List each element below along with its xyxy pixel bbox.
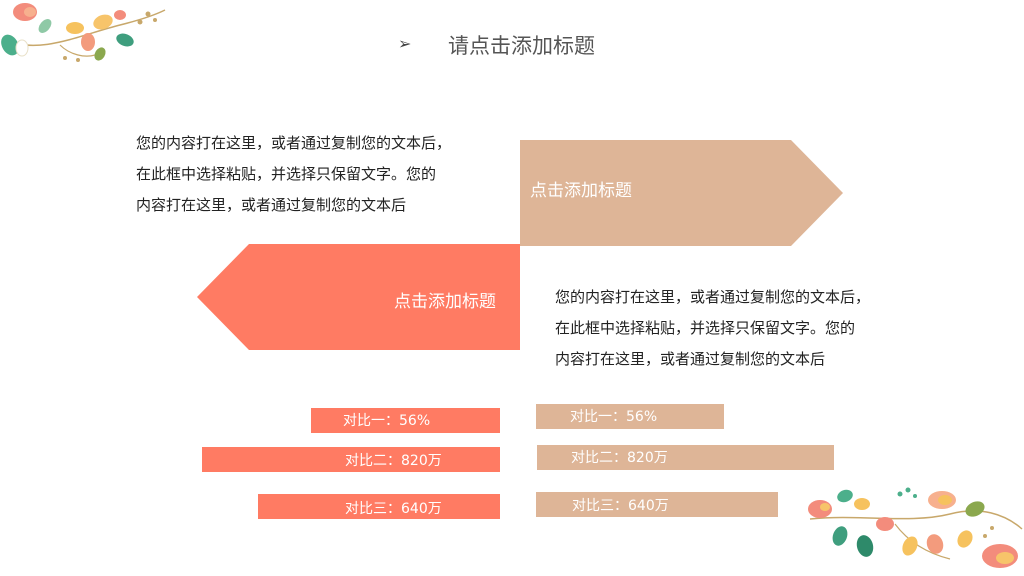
body-text-line: 在此框中选择粘贴，并选择只保留文字。您的 [136,165,437,183]
arrow-bullet-icon: ➢ [398,34,412,53]
floral-decoration-top-left [1,3,166,62]
body-text-1: 您的内容打在这里，或者通过复制您的文本后， 在此框中选择粘贴，并选择只保留文字。… [136,128,451,221]
body-text-line: 在此框中选择粘贴，并选择只保留文字。您的 [555,319,856,337]
floral-decoration-bottom-right [808,487,1023,568]
comparison-label: 对比三：640万 [572,498,669,514]
comparison-bar-right [537,445,834,470]
body-text-line: 内容打在这里，或者通过复制您的文本后 [555,350,826,368]
tan-arrow-title[interactable]: 点击添加标题 [530,181,632,201]
comparison-label: 对比一：56% [343,413,431,429]
comparison-bar-right [536,404,724,429]
comparison-label: 对比三：640万 [345,501,442,517]
body-text-2: 您的内容打在这里，或者通过复制您的文本后， 在此框中选择粘贴，并选择只保留文字。… [555,282,870,375]
salmon-arrow-title[interactable]: 点击添加标题 [394,292,496,312]
tan-arrow-shape [520,140,843,246]
body-text-line: 内容打在这里，或者通过复制您的文本后 [136,196,407,214]
comparison-bar-left [202,447,500,472]
comparison-label: 对比二：820万 [345,453,442,469]
body-text-line: 您的内容打在这里，或者通过复制您的文本后， [555,288,871,306]
comparison-label: 对比一：56% [570,409,658,425]
comparison-label: 对比二：820万 [571,450,668,466]
comparison-bar-left [311,408,500,433]
comparison-bar-left [258,494,500,519]
comparison-bar-right [536,492,778,517]
salmon-arrow-shape [197,244,520,350]
page-title[interactable]: 请点击添加标题 [448,34,595,58]
body-text-line: 您的内容打在这里，或者通过复制您的文本后， [136,134,452,152]
